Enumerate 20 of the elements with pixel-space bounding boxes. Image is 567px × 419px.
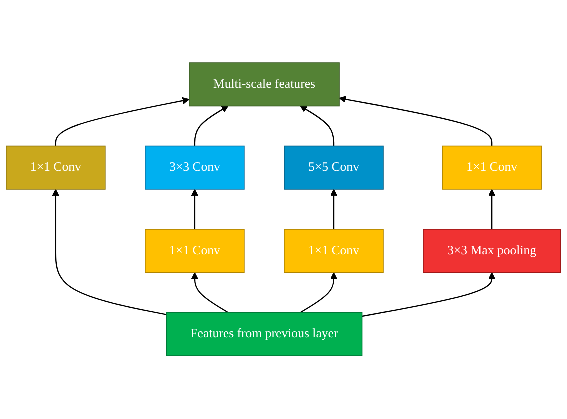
node-box: 1×1 Conv [145,229,245,274]
node-box: Multi-scale features [189,62,340,107]
node-box: 5×5 Conv [284,146,384,190]
node-box: Features from previous layer [166,312,363,356]
arrow [300,272,338,314]
arrow [191,189,198,230]
arrow [488,189,496,230]
arrow [339,96,493,146]
node-box: 1×1 Conv [442,146,542,190]
arrow [191,272,229,314]
arrow [362,272,496,318]
arrow [194,106,229,146]
arrow [55,97,190,146]
arrow [330,189,338,230]
node-box: 1×1 Conv [6,146,106,190]
arrow [300,106,335,146]
node-box: 3×3 Max pooling [423,229,561,274]
node-box: 3×3 Conv [145,146,245,190]
arrow [52,189,167,316]
node-box: 1×1 Conv [284,229,384,274]
